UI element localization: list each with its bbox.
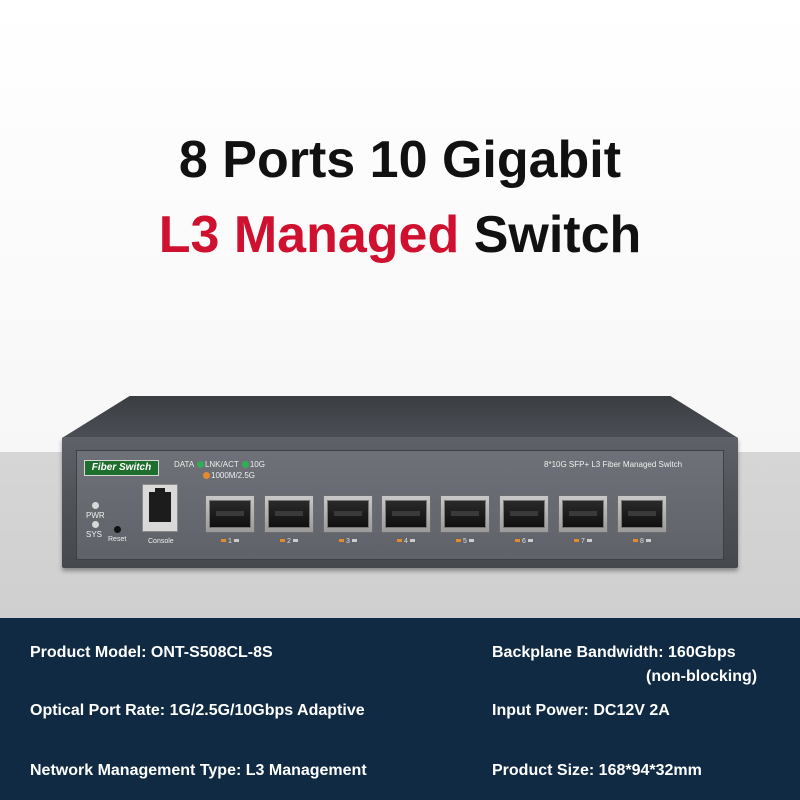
sfp-port-2 [264, 495, 314, 533]
brand-label: Fiber Switch [84, 460, 159, 476]
spec-size: Product Size: 168*94*32mm [492, 762, 702, 779]
background-top [0, 0, 800, 452]
sfp-cage-icon [562, 500, 604, 528]
sys-led-icon [92, 521, 99, 528]
sfp-port-4 [381, 495, 431, 533]
sys-label: SYS [86, 530, 103, 539]
reset-label: Reset [108, 536, 127, 543]
led-legend: DATA LNK/ACT 10G [174, 460, 265, 469]
sfp-port-number: 7 [581, 538, 585, 545]
headline-line2: L3 Managed Switch [0, 205, 800, 265]
sfp-port-number: 1 [228, 538, 232, 545]
orange-led-icon [203, 472, 210, 479]
sfp-port-label: 8 [617, 538, 667, 545]
sfp-port-label: 3 [323, 538, 373, 545]
rj45-jack-icon [149, 488, 171, 522]
green-led-icon [241, 461, 249, 468]
legend-data: DATA [174, 460, 194, 469]
spec-product-model: Product Model: ONT-S508CL-8S [30, 644, 273, 661]
green-led-icon [196, 461, 204, 468]
console-label: Console [148, 538, 174, 545]
sfp-cage-icon [268, 500, 310, 528]
sfp-port-number: 3 [346, 538, 350, 545]
sfp-port-3 [323, 495, 373, 533]
legend-lnk: LNK/ACT [204, 460, 239, 469]
headline-line1: 8 Ports 10 Gigabit [178, 131, 622, 189]
sfp-port-7 [558, 495, 608, 533]
legend-10g: 10G [249, 460, 265, 469]
spec-management: Network Management Type: L3 Management [30, 762, 367, 779]
pwr-label: PWR [86, 511, 105, 520]
device-model-label: 8*10G SFP+ L3 Fiber Managed Switch [544, 460, 683, 469]
sfp-cage-icon [209, 500, 251, 528]
sfp-port-label: 4 [381, 538, 431, 545]
led-legend-2: 1000M/2.5G [202, 471, 255, 480]
sfp-port-6 [499, 495, 549, 533]
sfp-port-8 [617, 495, 667, 533]
sfp-port-1 [205, 495, 255, 533]
sfp-port-5 [440, 495, 490, 533]
sfp-port-label: 7 [558, 538, 608, 545]
legend-1000m: 1000M/2.5G [211, 471, 256, 480]
sfp-port-label: 6 [499, 538, 549, 545]
spec-optical-rate: Optical Port Rate: 1G/2.5G/10Gbps Adapti… [30, 702, 365, 719]
switch-top-surface [62, 396, 738, 438]
headline-rest: Switch [473, 206, 642, 264]
sfp-port-number: 8 [640, 538, 644, 545]
console-port [142, 484, 178, 532]
sfp-cage-icon [444, 500, 486, 528]
pwr-led-icon [92, 502, 99, 509]
sfp-cage-icon [327, 500, 369, 528]
sfp-port-number: 4 [404, 538, 408, 545]
spec-backplane: Backplane Bandwidth: 160Gbps [492, 644, 736, 661]
sfp-cage-icon [503, 500, 545, 528]
spec-input-power: Input Power: DC12V 2A [492, 702, 670, 719]
sfp-port-number: 2 [287, 538, 291, 545]
sfp-port-number: 6 [522, 538, 526, 545]
sfp-port-label: 1 [205, 538, 255, 545]
sfp-cage-icon [621, 500, 663, 528]
sfp-port-label: 2 [264, 538, 314, 545]
reset-button[interactable] [114, 526, 121, 533]
sfp-cage-icon [385, 500, 427, 528]
specs-panel [0, 618, 800, 800]
spec-backplane-note: (non-blocking) [646, 668, 758, 685]
sfp-port-label: 5 [440, 538, 490, 545]
headline-accent: L3 Managed [158, 206, 460, 264]
sfp-port-number: 5 [463, 538, 467, 545]
